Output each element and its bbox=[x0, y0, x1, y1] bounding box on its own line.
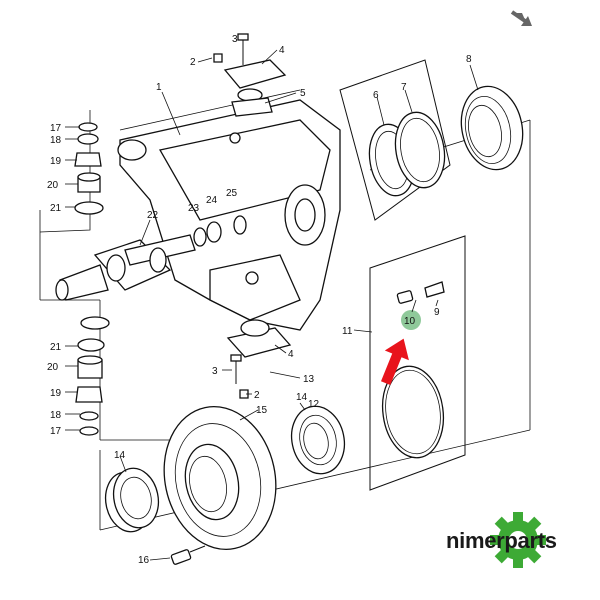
seal-rings bbox=[368, 111, 446, 197]
label-6: 6 bbox=[373, 90, 379, 101]
callout-labels: 1 2 3 4 5 6 7 8 9 10 11 12 13 14 15 16 1… bbox=[47, 34, 472, 566]
retaining-ring bbox=[381, 365, 445, 459]
small-bearing-set bbox=[193, 215, 247, 247]
upper-bearing-stack bbox=[74, 122, 104, 215]
label-5: 5 bbox=[300, 88, 306, 99]
label-11: 11 bbox=[342, 326, 353, 337]
wheel-hub bbox=[163, 406, 277, 550]
brand-name: nimerparts bbox=[446, 528, 557, 553]
retaining-ring-inner bbox=[385, 369, 441, 455]
label-19-top: 19 bbox=[50, 156, 62, 167]
bearing-14 bbox=[104, 467, 160, 533]
label-21-top: 21 bbox=[50, 203, 62, 214]
label-18-bottom: 18 bbox=[50, 410, 62, 421]
label-2-bottom: 2 bbox=[254, 390, 260, 401]
label-20-bottom: 20 bbox=[47, 362, 59, 373]
bolt-and-shim bbox=[396, 281, 445, 304]
label-3-bottom: 3 bbox=[212, 366, 218, 377]
label-17-top: 17 bbox=[50, 123, 62, 134]
lower-bearing-stack bbox=[75, 316, 110, 436]
outer-seal bbox=[460, 85, 524, 171]
label-4-bottom: 4 bbox=[288, 349, 294, 360]
brand-logo bbox=[490, 512, 546, 568]
label-13: 13 bbox=[303, 374, 315, 385]
label-16: 16 bbox=[138, 555, 150, 566]
label-7: 7 bbox=[401, 82, 407, 93]
label-14-left: 14 bbox=[114, 450, 126, 461]
label-1: 1 bbox=[156, 82, 162, 93]
label-19-bottom: 19 bbox=[50, 388, 62, 399]
share-arrow-icon[interactable] bbox=[508, 8, 538, 28]
label-17-bottom: 17 bbox=[50, 426, 62, 437]
label-20-top: 20 bbox=[47, 180, 59, 191]
seal-inset-box bbox=[339, 59, 451, 221]
bearing-14-right bbox=[290, 405, 346, 475]
label-24: 24 bbox=[206, 195, 218, 206]
label-22: 22 bbox=[147, 210, 159, 221]
red-pointer-arrow bbox=[380, 338, 409, 386]
label-10[interactable]: 10 bbox=[404, 316, 416, 327]
stud-bolt bbox=[170, 545, 206, 565]
top-cap bbox=[213, 33, 287, 117]
label-4-top: 4 bbox=[279, 45, 285, 56]
shim-inset-box bbox=[369, 235, 466, 491]
label-9: 9 bbox=[434, 307, 440, 318]
label-2-top: 2 bbox=[190, 57, 196, 68]
label-15: 15 bbox=[256, 405, 268, 416]
label-23: 23 bbox=[188, 203, 200, 214]
label-8: 8 bbox=[466, 54, 472, 65]
housing bbox=[117, 99, 341, 331]
label-3-top: 3 bbox=[232, 34, 238, 45]
label-12: 12 bbox=[308, 399, 320, 410]
upper-left-frame bbox=[39, 110, 91, 233]
label-25: 25 bbox=[226, 188, 238, 199]
drive-joint bbox=[55, 234, 196, 301]
part-10-highlight[interactable] bbox=[401, 310, 421, 330]
bottom-cap bbox=[226, 319, 292, 399]
label-14-right: 14 bbox=[296, 392, 308, 403]
label-18-top: 18 bbox=[50, 135, 62, 146]
label-21-bottom: 21 bbox=[50, 342, 62, 353]
leader-lines bbox=[65, 49, 479, 561]
